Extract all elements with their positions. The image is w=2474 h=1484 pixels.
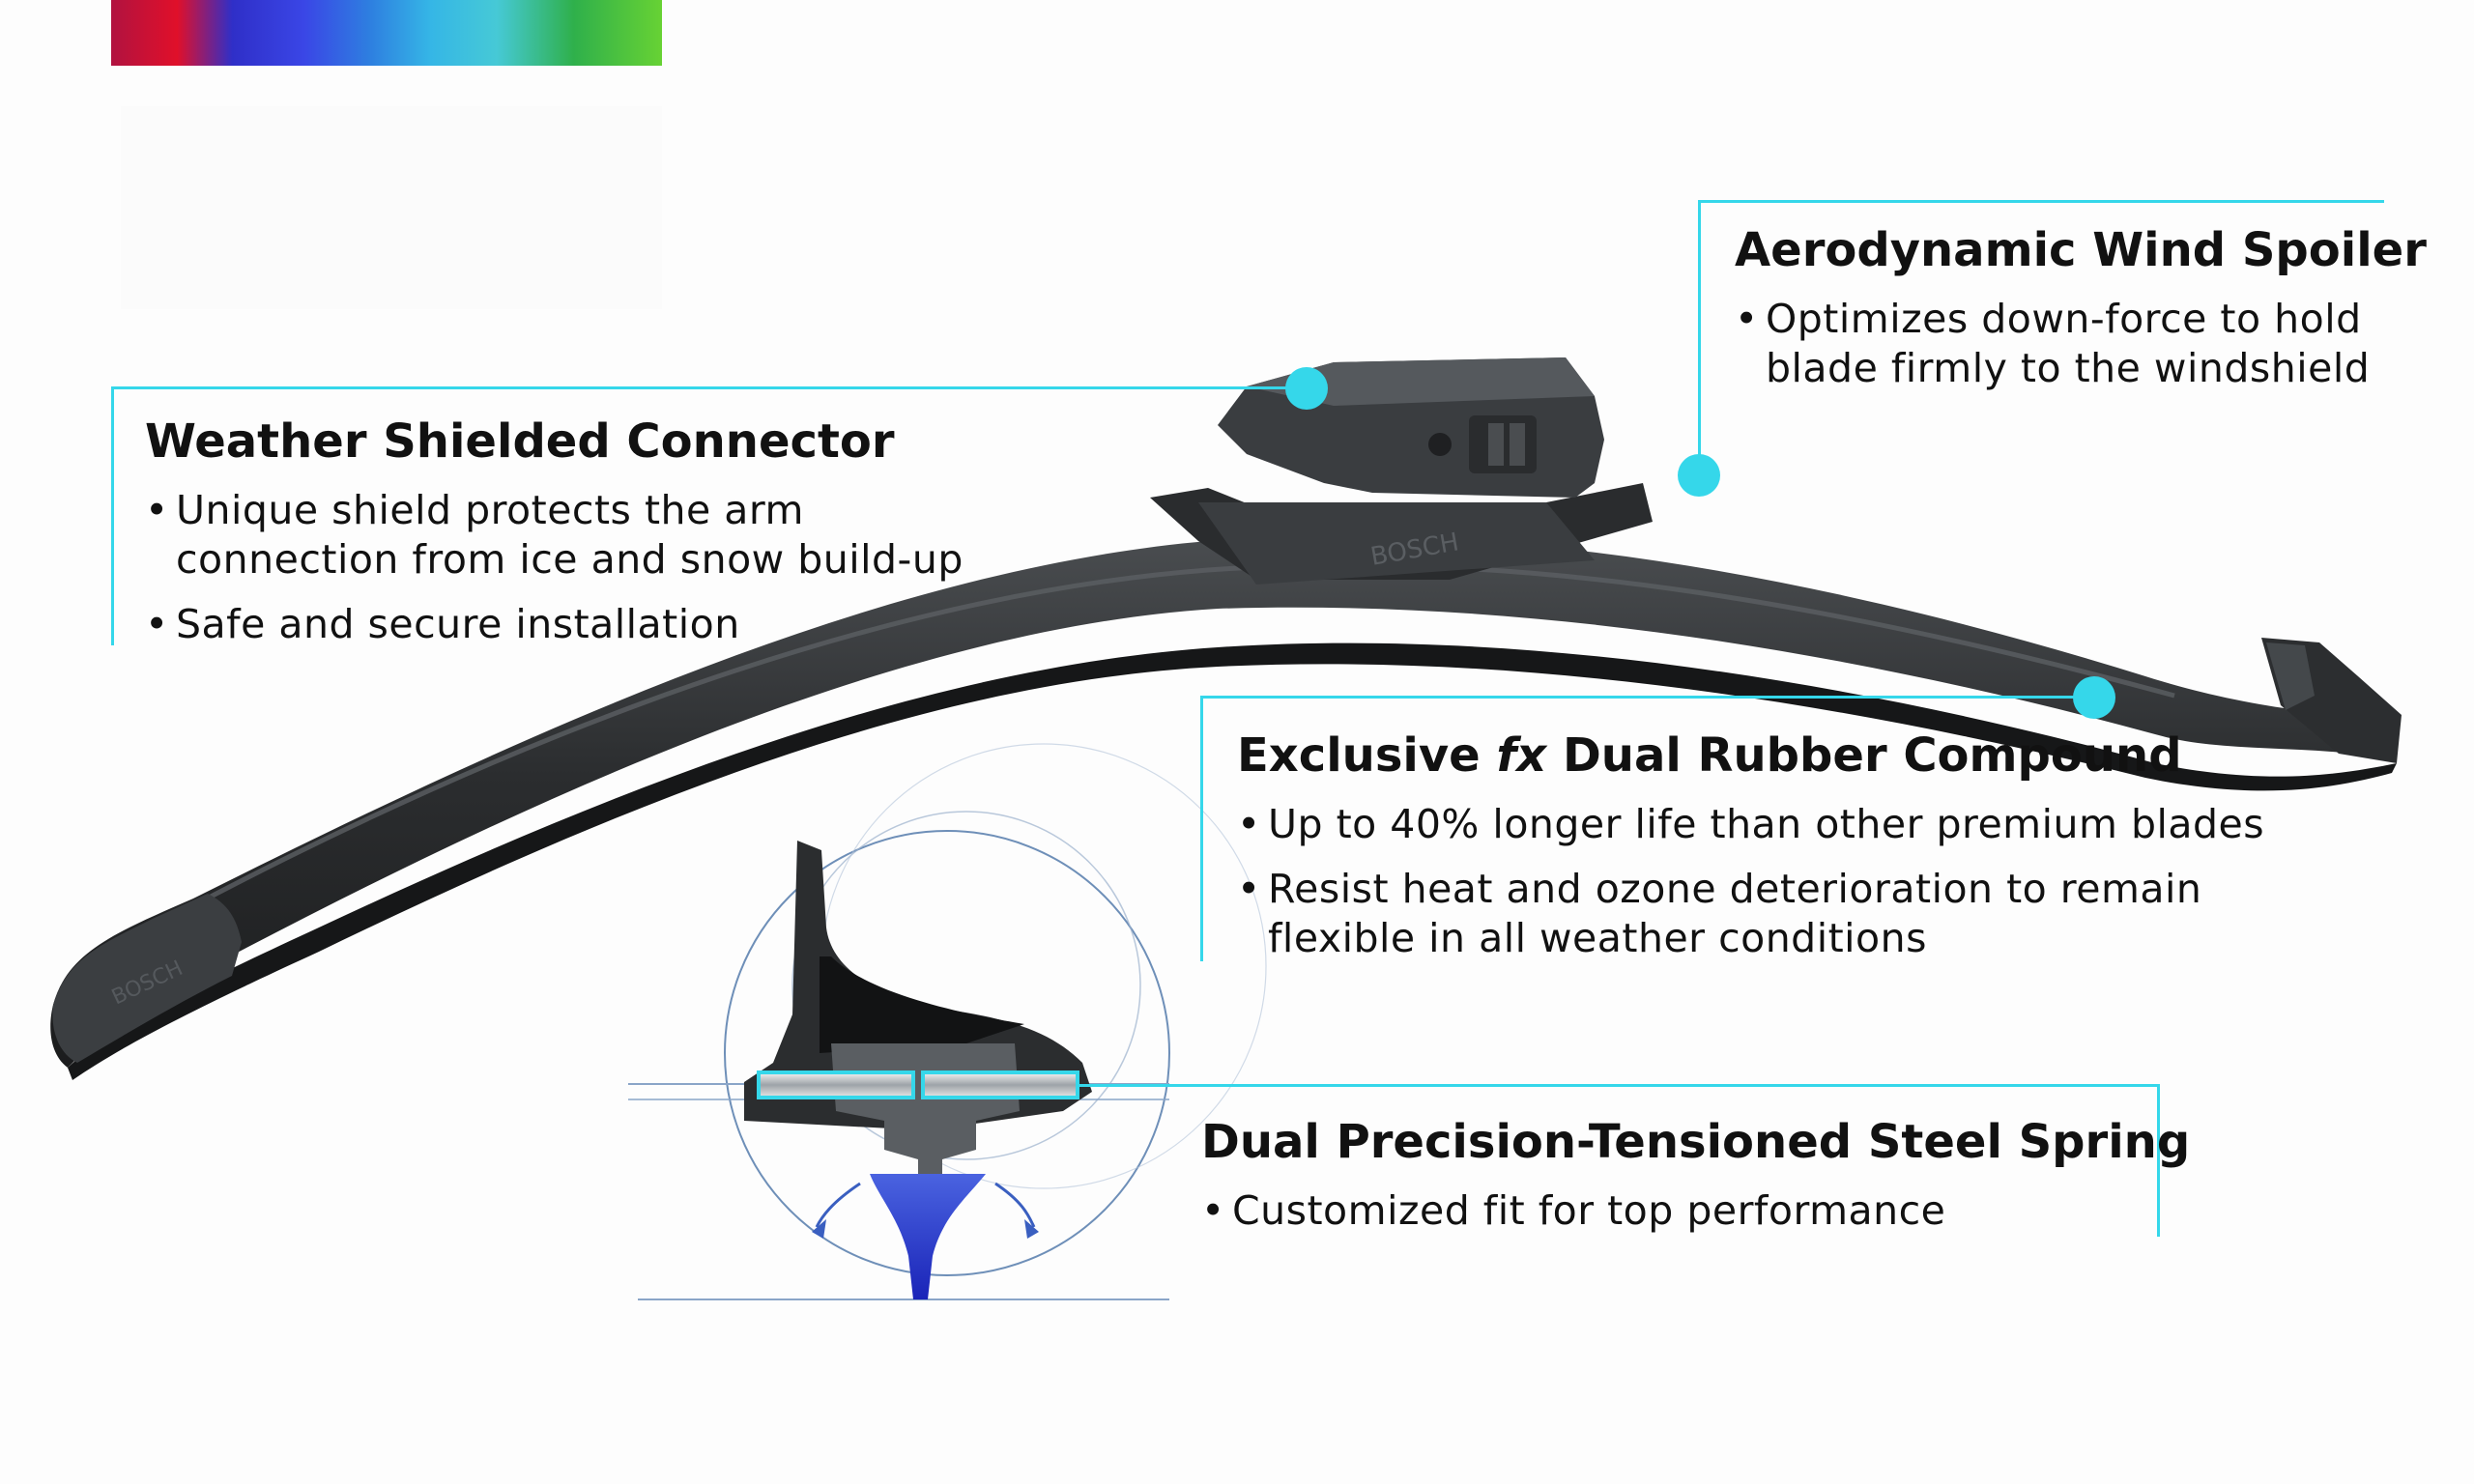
callout-bullet: Unique shield protects the arm bbox=[145, 486, 964, 535]
cross-section-diagram bbox=[628, 743, 1267, 1300]
title-part: Exclusive bbox=[1237, 728, 1497, 783]
callout-steel-spring: Dual Precision-Tensioned Steel Spring Cu… bbox=[1201, 1111, 2190, 1236]
steel-spring-left bbox=[757, 1070, 915, 1099]
callout-bullet: Customized fit for top performance bbox=[1201, 1186, 2190, 1236]
title-fx: fx bbox=[1496, 728, 1547, 783]
callout-aerodynamic-wind-spoiler: Aerodynamic Wind Spoiler Optimizes down-… bbox=[1735, 219, 2427, 393]
callout-bullet: Optimizes down-force to hold bbox=[1735, 295, 2427, 344]
callout-title: Dual Precision-Tensioned Steel Spring bbox=[1201, 1115, 2191, 1169]
steel-spring-right bbox=[921, 1070, 1079, 1099]
callout-title: Weather Shielded Connector bbox=[145, 414, 895, 469]
callout-bullet: Safe and secure installation bbox=[145, 600, 964, 649]
callout-bullet-continuation: flexible in all weather conditions bbox=[1268, 915, 1927, 961]
callout-bullet: Up to 40% longer life than other premium… bbox=[1237, 800, 2264, 849]
rubber-callout-line-left bbox=[1200, 696, 1203, 961]
callout-title: Aerodynamic Wind Spoiler bbox=[1735, 223, 2427, 277]
callout-title: Exclusive fx Dual Rubber Compound bbox=[1237, 725, 2264, 786]
end-cap-left bbox=[52, 894, 242, 1063]
callout-bullet-continuation: blade firmly to the windshield bbox=[1766, 345, 2371, 391]
connector-callout-line-left bbox=[111, 386, 114, 645]
blade-body bbox=[50, 535, 2398, 1068]
title-part: Dual Rubber Compound bbox=[1546, 728, 2182, 783]
color-strip bbox=[111, 0, 662, 66]
connector-callout-line-top bbox=[111, 386, 1309, 389]
spoiler-callout-dot bbox=[1678, 454, 1720, 497]
spring-callout-line-right bbox=[2157, 1084, 2160, 1237]
spoiler-callout-line-left bbox=[1698, 200, 1701, 475]
callout-bullet-continuation: connection from ice and snow build-up bbox=[176, 536, 964, 583]
connector-callout-dot bbox=[1285, 367, 1328, 410]
callout-bullet: Resist heat and ozone deterioration to r… bbox=[1237, 865, 2264, 914]
spoiler-callout-line-top bbox=[1698, 200, 2384, 203]
callout-weather-shielded-connector: Weather Shielded Connector Unique shield… bbox=[145, 411, 964, 649]
callout-dual-rubber-compound: Exclusive fx Dual Rubber Compound Up to … bbox=[1237, 725, 2264, 963]
rubber-callout-dot bbox=[2073, 676, 2115, 719]
blank-panel bbox=[121, 106, 662, 309]
spring-callout-line-top bbox=[1078, 1084, 2160, 1087]
rubber-callout-line-top bbox=[1200, 696, 2094, 699]
